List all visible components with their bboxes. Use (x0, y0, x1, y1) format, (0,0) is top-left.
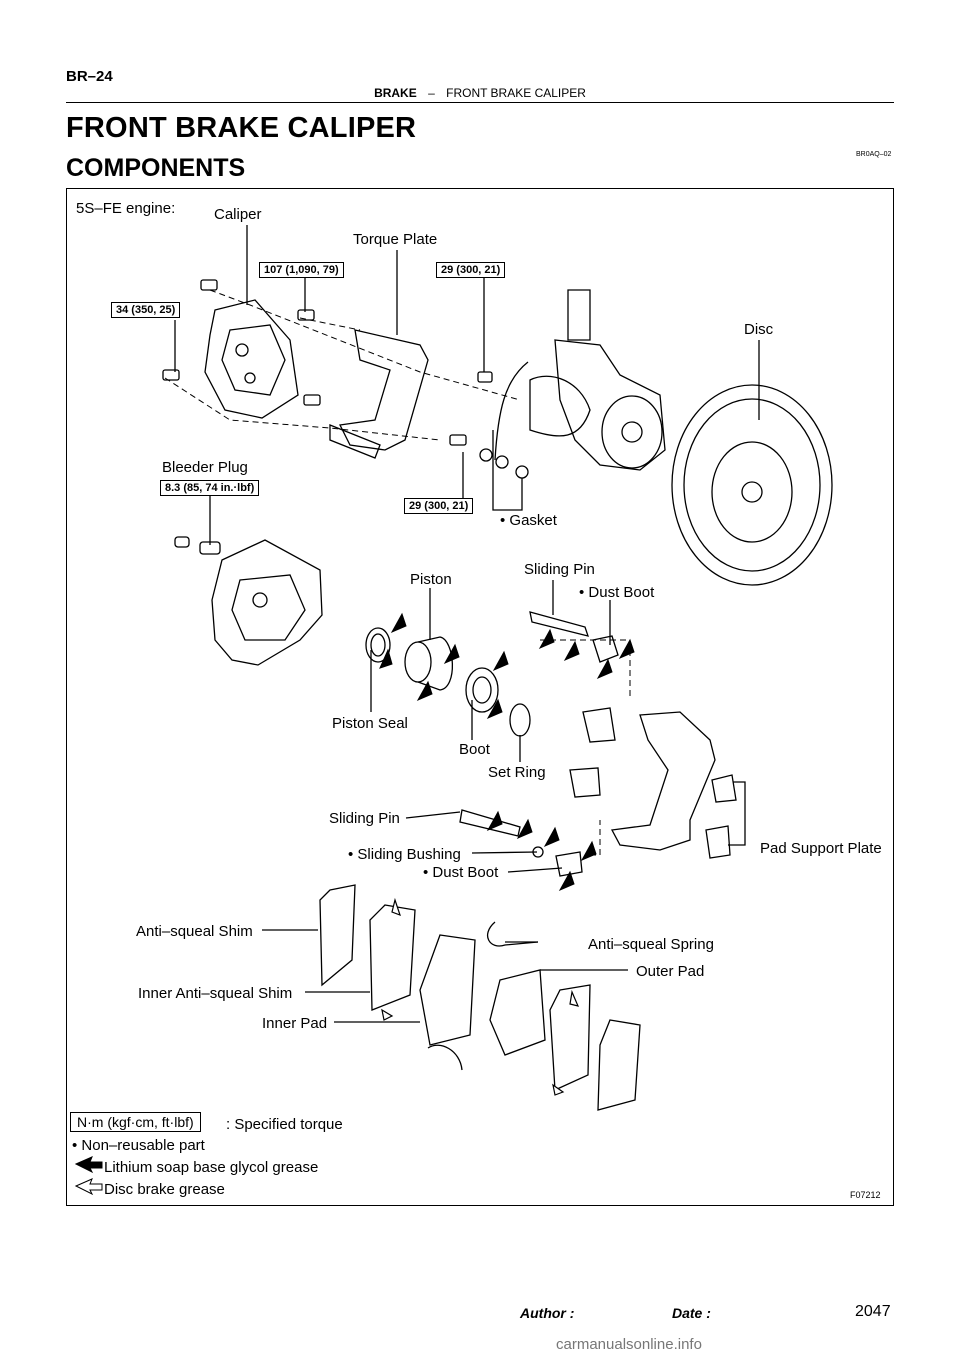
section-main: BRAKE (374, 86, 417, 100)
label-dust-boot-bottom: • Dust Boot (423, 864, 499, 881)
torque-29-top: 29 (300, 21) (436, 262, 506, 278)
label-boot: Boot (459, 741, 490, 758)
label-torque-plate: Torque Plate (353, 231, 438, 248)
figure-code: F07212 (850, 1190, 881, 1200)
watermark: carmanualsonline.info (556, 1336, 702, 1353)
section-sub: FRONT BRAKE CALIPER (446, 86, 586, 100)
header-rule (66, 102, 894, 103)
section-header: BRAKE – FRONT BRAKE CALIPER (0, 86, 960, 100)
components-figure (66, 188, 894, 1206)
label-piston: Piston (410, 571, 452, 588)
engine-label: 5S–FE engine: (76, 200, 176, 217)
legend-torque-unit: N·m (kgf·cm, ft·lbf) (70, 1112, 201, 1132)
label-set-ring: Set Ring (488, 764, 546, 781)
label-caliper: Caliper (214, 206, 262, 223)
section-separator: – (428, 86, 435, 100)
legend-lithium-grease: Lithium soap base glycol grease (104, 1159, 319, 1176)
label-piston-seal: Piston Seal (332, 715, 408, 732)
torque-107: 107 (1,090, 79) (259, 262, 344, 278)
label-inner-anti-squeal-shim: Inner Anti–squeal Shim (138, 985, 293, 1002)
torque-8-3: 8.3 (85, 74 in.·lbf) (160, 480, 260, 496)
legend-disc-brake-grease: Disc brake grease (104, 1181, 225, 1198)
label-disc: Disc (744, 321, 774, 338)
footer-page-number: 2047 (855, 1303, 891, 1320)
label-pad-support-plate: Pad Support Plate (760, 840, 882, 857)
page-code: BR–24 (66, 68, 113, 85)
footer-author: Author : (520, 1305, 575, 1321)
legend-non-reusable: • Non–reusable part (72, 1137, 205, 1154)
torque-29-bottom: 29 (300, 21) (404, 498, 474, 514)
label-outer-pad: Outer Pad (636, 963, 705, 980)
page-title: FRONT BRAKE CALIPER (66, 112, 417, 144)
label-dust-boot-top: • Dust Boot (579, 584, 655, 601)
label-anti-squeal-shim: Anti–squeal Shim (136, 923, 253, 940)
document-code: BR0AQ–02 (856, 151, 892, 158)
page-subtitle: COMPONENTS (66, 154, 246, 182)
label-inner-pad: Inner Pad (262, 1015, 328, 1032)
label-sliding-bushing: • Sliding Bushing (348, 846, 461, 863)
footer-date: Date : (672, 1305, 711, 1321)
label-sliding-pin-bottom: Sliding Pin (329, 810, 400, 827)
label-bleeder-plug: Bleeder Plug (162, 459, 248, 476)
torque-34: 34 (350, 25) (111, 302, 181, 318)
label-sliding-pin-top: Sliding Pin (524, 561, 595, 578)
label-anti-squeal-spring: Anti–squeal Spring (588, 936, 714, 953)
legend-torque-desc: : Specified torque (226, 1116, 343, 1133)
label-gasket: • Gasket (500, 512, 557, 529)
